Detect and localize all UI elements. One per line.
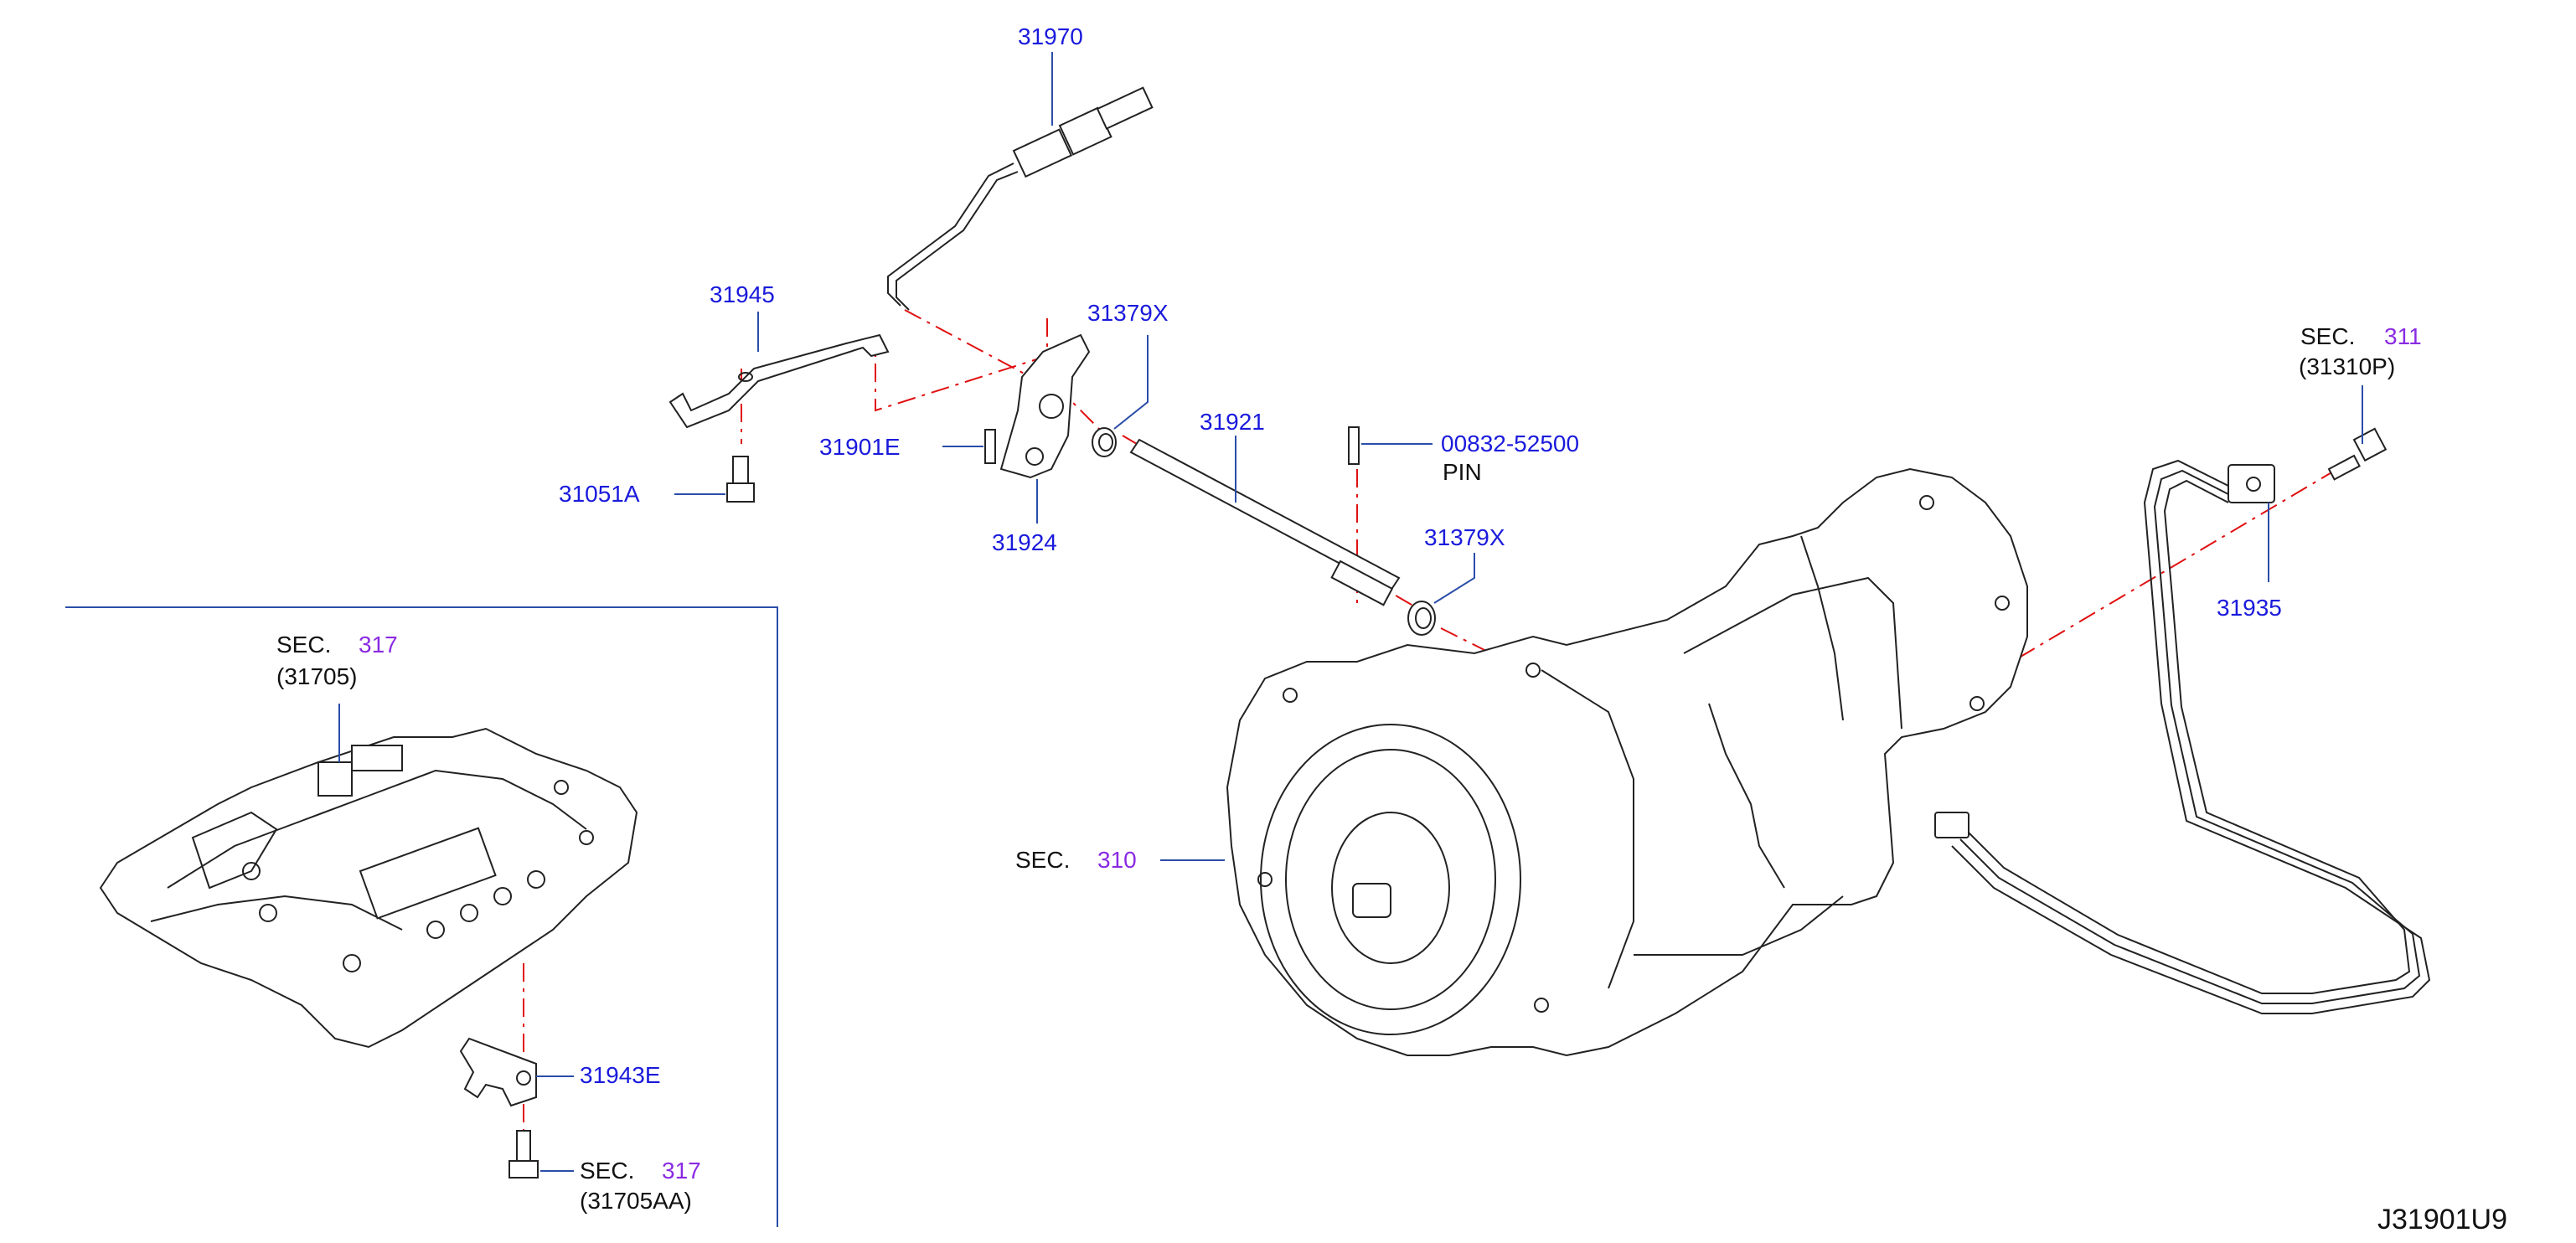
part-31970-pipe[interactable] xyxy=(887,52,1154,311)
label-sec-310[interactable]: 310 xyxy=(1097,847,1137,873)
label-sec-317-word-b: SEC. xyxy=(580,1158,635,1184)
part-31379x-seal-top[interactable] xyxy=(1092,335,1149,457)
label-31705: (31705) xyxy=(276,663,358,689)
label-31921[interactable]: 31921 xyxy=(1200,409,1265,435)
label-sec-311[interactable]: 311 xyxy=(2384,323,2422,349)
part-31924-manual-plate[interactable] xyxy=(999,333,1091,524)
label-00832-52500[interactable]: 00832-52500 xyxy=(1441,431,1580,456)
diagram-code: J31901U9 xyxy=(2377,1204,2508,1235)
part-31051a-bolt[interactable] xyxy=(674,456,755,503)
label-31705aa: (31705AA) xyxy=(580,1188,692,1214)
part-31705aa-bolt[interactable] xyxy=(508,1130,574,1179)
part-31921-manual-shaft[interactable] xyxy=(1129,436,1401,606)
part-31310p-bolt[interactable] xyxy=(2327,385,2388,481)
label-sec-317-b[interactable]: 317 xyxy=(662,1158,701,1184)
label-31379x-top[interactable]: 31379X xyxy=(1087,300,1169,326)
label-pin: PIN xyxy=(1443,459,1482,485)
label-31924[interactable]: 31924 xyxy=(992,529,1057,555)
inset-frame xyxy=(65,606,778,1227)
label-31945[interactable]: 31945 xyxy=(710,281,775,307)
part-31935-sensor-harness[interactable] xyxy=(1934,459,2431,1014)
label-31970[interactable]: 31970 xyxy=(1018,23,1083,49)
label-31935[interactable]: 31935 xyxy=(2217,595,2282,621)
control-valve-body[interactable] xyxy=(99,704,638,1049)
label-31051a[interactable]: 31051A xyxy=(559,481,640,507)
label-sec-311-word: SEC. xyxy=(2300,323,2356,349)
transmission-assembly[interactable] xyxy=(1226,467,2028,1057)
label-sec-317-word-a: SEC. xyxy=(276,632,332,658)
part-00832-52500-pin[interactable] xyxy=(1348,426,1433,465)
label-31379x-mid[interactable]: 31379X xyxy=(1424,524,1505,550)
label-31310p: (31310P) xyxy=(2299,353,2396,379)
part-31945-bracket[interactable] xyxy=(669,312,890,429)
part-31901e-pin[interactable] xyxy=(942,429,996,464)
label-31943e[interactable]: 31943E xyxy=(580,1062,661,1088)
part-31379x-seal-mid[interactable] xyxy=(1407,553,1475,636)
part-31943e-bracket[interactable] xyxy=(459,1037,574,1107)
label-sec-310-word: SEC. xyxy=(1015,847,1071,873)
label-sec-317-a[interactable]: 317 xyxy=(359,632,398,658)
label-31901e[interactable]: 31901E xyxy=(819,434,901,460)
